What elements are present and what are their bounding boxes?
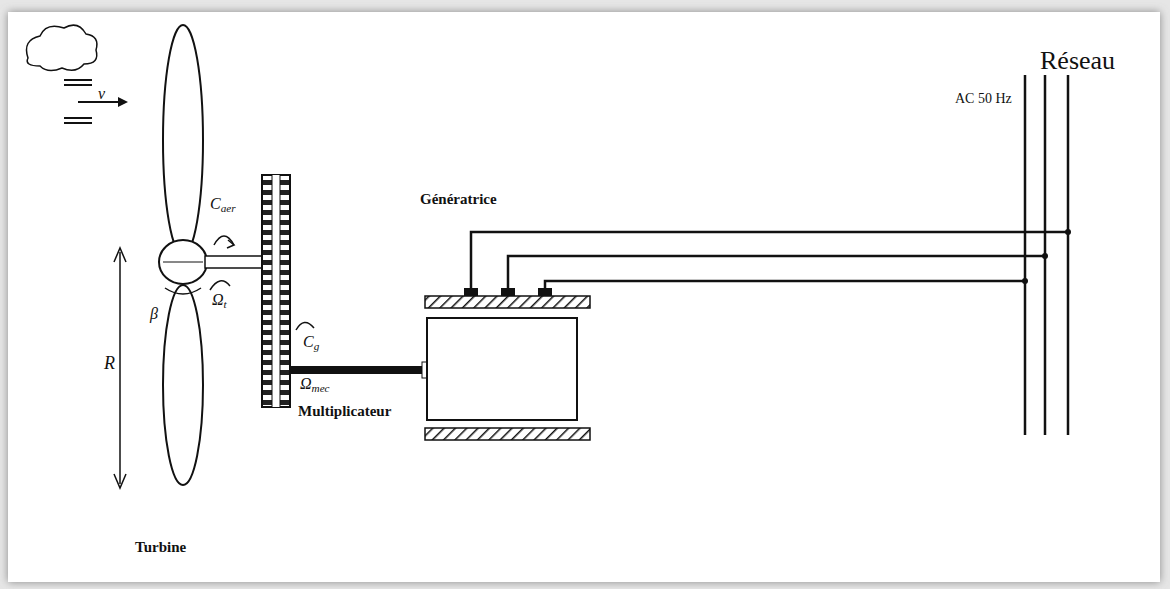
pitch-angle-symbol: β — [150, 306, 158, 322]
grid-label: Réseau — [1040, 48, 1115, 74]
gearbox-label: Multiplicateur — [298, 404, 391, 419]
wind-speed-symbol: v — [98, 86, 105, 102]
radius-symbol: R — [104, 354, 115, 372]
aero-torque-symbol: Caer — [210, 196, 236, 214]
turbine-speed-symbol: Ωt — [212, 292, 227, 310]
grid-voltage-label: AC 50 Hz — [955, 92, 1012, 106]
generator-torque-symbol: Cg — [303, 334, 319, 352]
generator-speed-symbol: Ωmec — [300, 376, 330, 394]
turbine-label: Turbine — [135, 540, 186, 555]
generator-label: Génératrice — [420, 192, 497, 207]
